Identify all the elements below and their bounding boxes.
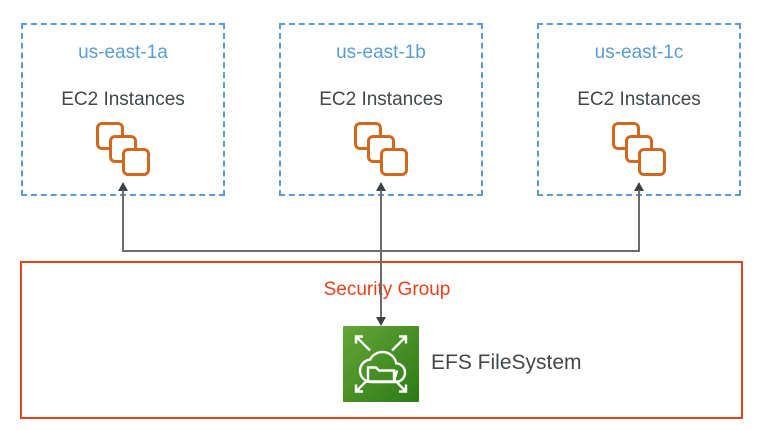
az-region-label: us-east-1b [336,42,426,63]
ec2-instances-icon [96,122,150,176]
availability-zone-box-us-east-1c: us-east-1c EC2 Instances [537,23,741,196]
arrowhead-up-to-ec2-c-icon [634,182,644,191]
stacked-square-front [638,148,666,176]
efs-icon [343,326,419,402]
arrowhead-up-to-ec2-a-icon [118,182,128,191]
connector-vertical-line-left [122,190,124,251]
connector-vertical-line-right [638,190,640,251]
az-region-label: us-east-1a [78,42,168,63]
stacked-square-front [380,148,408,176]
arrowhead-down-to-efs-icon [376,317,386,326]
availability-zone-box-us-east-1b: us-east-1b EC2 Instances [279,23,483,196]
ec2-instances-label: EC2 Instances [61,89,185,110]
arrowhead-up-to-ec2-b-icon [376,182,386,191]
ec2-instances-icon [354,122,408,176]
connector-vertical-line-middle [380,190,382,317]
security-group-label: Security Group [323,279,451,300]
az-region-label: us-east-1c [594,42,684,63]
ec2-instances-label: EC2 Instances [319,89,443,110]
efs-filesystem-label: EFS FileSystem [431,351,582,374]
availability-zone-box-us-east-1a: us-east-1a EC2 Instances [21,23,225,196]
stacked-square-front [122,148,150,176]
ec2-instances-icon [612,122,666,176]
ec2-instances-label: EC2 Instances [577,89,701,110]
